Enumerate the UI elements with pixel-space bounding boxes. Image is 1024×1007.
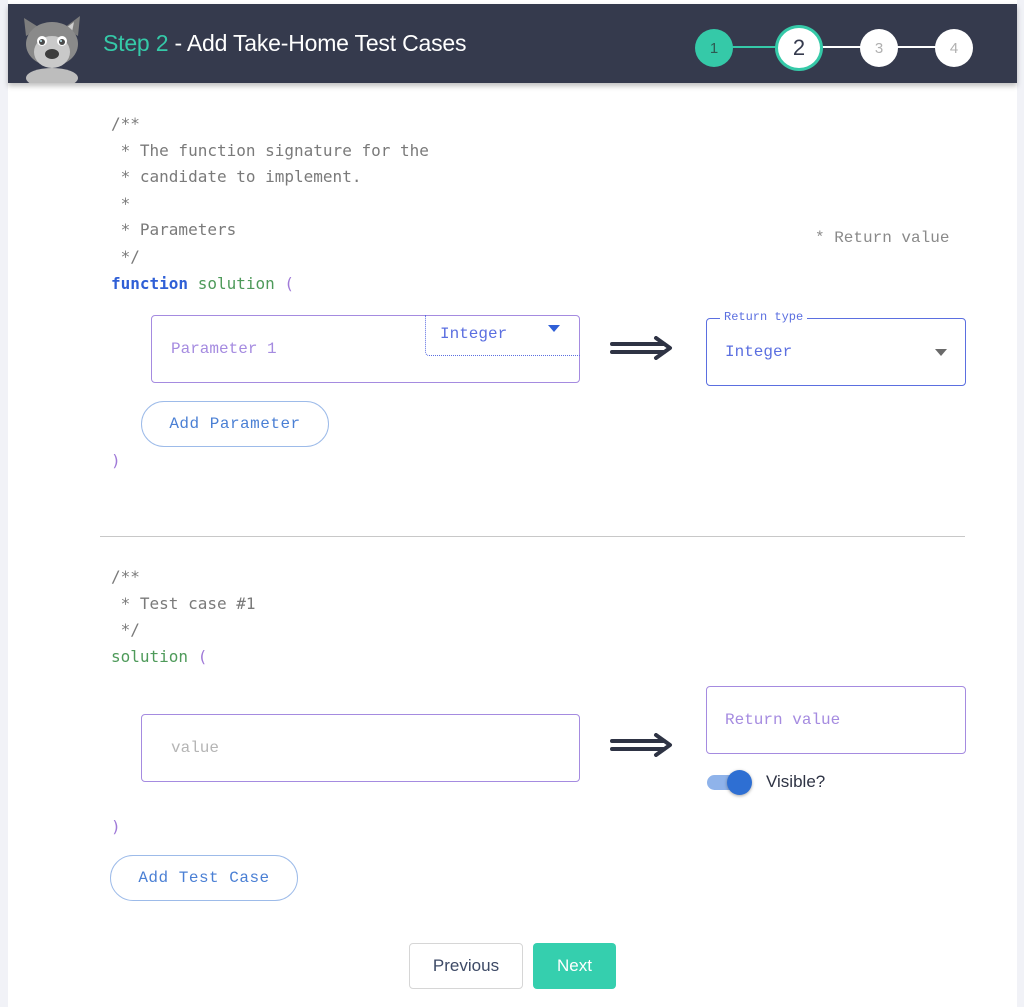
stepper-step-3[interactable]: 3 xyxy=(860,29,898,67)
stepper-connector-1 xyxy=(731,46,777,48)
visible-toggle[interactable] xyxy=(707,770,757,795)
toggle-thumb xyxy=(727,770,752,795)
stepper-step-4[interactable]: 4 xyxy=(935,29,973,67)
return-type-select[interactable]: Return type Integer xyxy=(706,310,966,386)
maps-to-arrow-icon xyxy=(610,733,672,757)
function-declaration: function solution ( xyxy=(111,273,295,293)
add-test-case-button[interactable]: Add Test Case xyxy=(110,855,298,901)
stepper-connector-3 xyxy=(896,46,938,48)
parameter-type-select[interactable]: Integer xyxy=(425,315,580,356)
parameter-1-field[interactable]: Parameter 1 Integer xyxy=(151,315,580,383)
title-text: - Add Take-Home Test Cases xyxy=(168,30,467,56)
dropdown-caret-icon xyxy=(935,349,947,356)
stepper-step-2[interactable]: 2 xyxy=(775,25,823,71)
stepper-connector-2 xyxy=(821,46,863,48)
wizard-header: Step 2 - Add Take-Home Test Cases 1 2 3 … xyxy=(8,4,1017,83)
husky-mascot-icon xyxy=(24,16,80,83)
visible-label: Visible? xyxy=(766,772,826,791)
add-parameter-button[interactable]: Add Parameter xyxy=(141,401,329,447)
step-label: Step 2 xyxy=(103,30,169,56)
test-case-call: solution ( xyxy=(111,646,208,666)
test-case-1-return-input[interactable]: Return value xyxy=(706,686,966,754)
parameter-name-input[interactable]: Parameter 1 xyxy=(171,340,277,358)
return-type-label: Return type xyxy=(720,310,808,324)
page-card xyxy=(8,0,1017,1007)
page-title: Step 2 - Add Take-Home Test Cases xyxy=(103,30,467,57)
maps-to-arrow-icon xyxy=(610,336,672,360)
return-value-comment: * Return value xyxy=(815,229,950,247)
next-button[interactable]: Next xyxy=(533,943,616,989)
previous-button[interactable]: Previous xyxy=(409,943,523,989)
section-divider xyxy=(100,536,965,537)
dropdown-caret-icon xyxy=(548,325,560,332)
test-case-close-paren: ) xyxy=(111,817,121,836)
signature-comment: /** * The function signature for the * c… xyxy=(111,111,429,297)
test-case-1-value-input[interactable]: value xyxy=(141,714,580,782)
signature-close-paren: ) xyxy=(111,451,121,470)
progress-stepper: 1 2 3 4 xyxy=(691,24,991,71)
stepper-step-1[interactable]: 1 xyxy=(695,29,733,67)
scrollbar-track[interactable] xyxy=(1017,0,1024,1007)
test-case-1-comment: /** * Test case #1 */solution ( xyxy=(111,564,256,670)
